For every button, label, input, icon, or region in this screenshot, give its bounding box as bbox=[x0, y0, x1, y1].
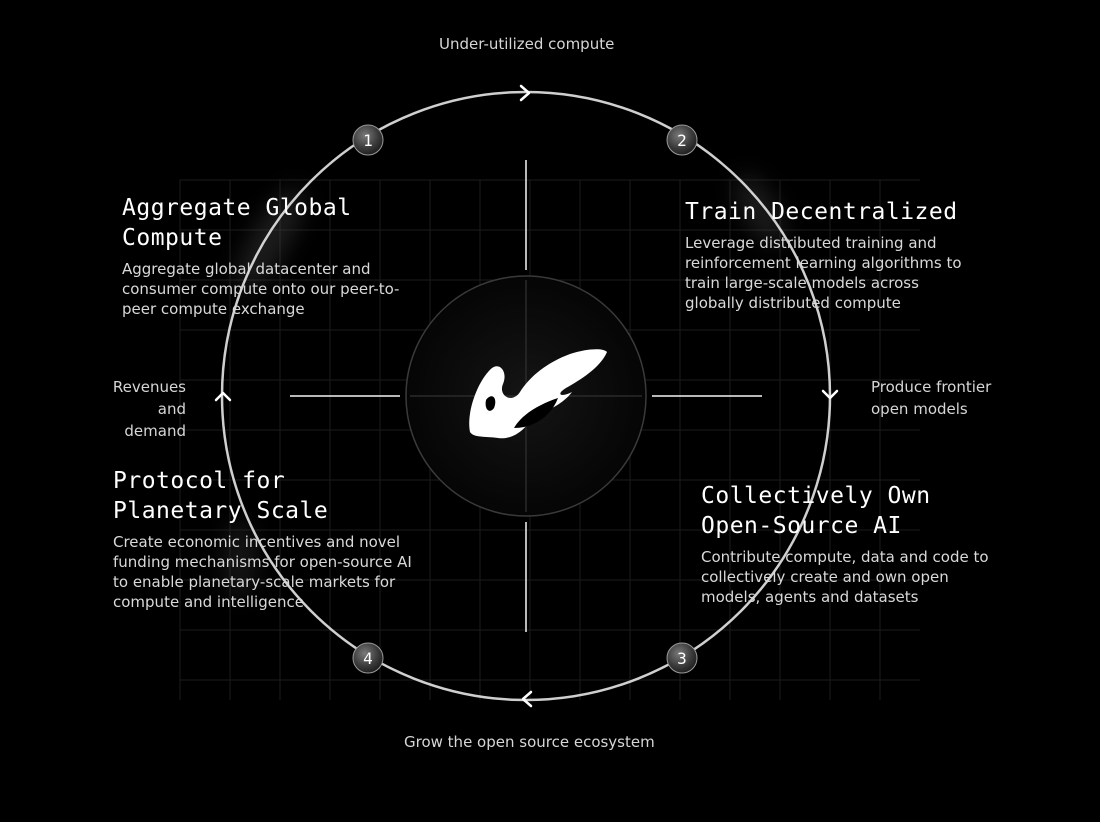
flow-label-line: open models bbox=[871, 400, 968, 418]
stage-1-block: Aggregate Global Compute Aggregate globa… bbox=[122, 193, 412, 319]
stage-3-block: Collectively Own Open-Source AI Contribu… bbox=[701, 481, 1001, 607]
brand-logo-icon bbox=[469, 349, 607, 439]
stage-badge-number: 1 bbox=[363, 131, 373, 150]
stage-title: Aggregate Global Compute bbox=[122, 193, 412, 253]
stage-badge-number: 3 bbox=[677, 649, 687, 668]
stage-badge-1: 1 bbox=[352, 124, 384, 156]
stage-4-block: Protocol for Planetary Scale Create econ… bbox=[113, 466, 413, 612]
stage-title: Train Decentralized bbox=[685, 197, 985, 227]
stage-description: Aggregate global datacenter and consumer… bbox=[122, 260, 400, 318]
stage-title: Collectively Own Open-Source AI bbox=[701, 481, 1001, 541]
stage-badge-3: 3 bbox=[666, 642, 698, 674]
flow-label-line: and demand bbox=[124, 400, 186, 440]
stage-title-line: Aggregate Global bbox=[122, 195, 352, 221]
flow-label-line: Revenues bbox=[112, 378, 186, 396]
flow-label-top: Under-utilized compute bbox=[439, 33, 614, 55]
stage-badge-2: 2 bbox=[666, 124, 698, 156]
flow-label-text: Under-utilized compute bbox=[439, 35, 615, 53]
chevron-left-icon bbox=[521, 690, 533, 708]
flow-label-left: Revenues and demand bbox=[94, 376, 186, 442]
background-smudges bbox=[224, 174, 785, 600]
chevron-down-icon bbox=[821, 389, 839, 400]
stage-title-line: Protocol for bbox=[113, 468, 286, 494]
stage-description: Create economic incentives and novel fun… bbox=[113, 533, 412, 611]
stage-description: Contribute compute, data and code to col… bbox=[701, 548, 989, 606]
flow-label-line: Produce frontier bbox=[871, 378, 992, 396]
flow-label-bottom: Grow the open source ecosystem bbox=[404, 731, 655, 753]
stage-title-line: Open-Source AI bbox=[701, 513, 902, 539]
stage-badge-number: 4 bbox=[363, 649, 373, 668]
stage-badge-number: 2 bbox=[677, 131, 687, 150]
stage-title-line: Train Decentralized bbox=[685, 199, 958, 225]
flow-label-right: Produce frontier open models bbox=[871, 376, 991, 420]
stage-title-line: Collectively Own bbox=[701, 483, 931, 509]
stage-badge-4: 4 bbox=[352, 642, 384, 674]
chevron-up-icon bbox=[214, 391, 232, 402]
cross-lines bbox=[290, 160, 762, 632]
chevron-right-icon bbox=[519, 84, 531, 102]
stage-title-line: Compute bbox=[122, 225, 223, 251]
stage-title: Protocol for Planetary Scale bbox=[113, 466, 413, 526]
stage-2-block: Train Decentralized Leverage distributed… bbox=[685, 197, 985, 313]
flow-label-text: Grow the open source ecosystem bbox=[404, 733, 655, 751]
stage-title-line: Planetary Scale bbox=[113, 498, 329, 524]
stage-description: Leverage distributed training and reinfo… bbox=[685, 234, 962, 312]
